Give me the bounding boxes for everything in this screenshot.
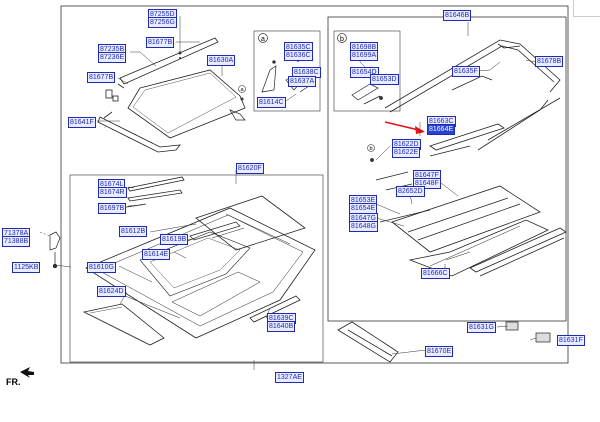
label-81678B[interactable]: 81678B — [535, 56, 564, 67]
switch-81631F — [535, 332, 551, 343]
label-81622E[interactable]: 81622E — [392, 147, 421, 158]
label-82652D[interactable]: 82652D — [396, 186, 425, 197]
label-81677B-top[interactable]: 81677B — [146, 37, 175, 48]
side-rail-81639C — [249, 295, 301, 323]
crossmember-81670E — [337, 321, 399, 363]
detail-b-parts — [351, 83, 383, 105]
weatherstrip-81641F — [97, 111, 181, 153]
callout-b-small — [367, 144, 375, 152]
callout-b-text: b — [340, 36, 344, 43]
deflector-81624D — [82, 303, 165, 346]
label-81631F[interactable]: 81631F — [557, 335, 585, 346]
label-81664E-highlighted[interactable]: 81664E — [427, 124, 456, 135]
seal-81674 — [119, 176, 185, 209]
label-81624D[interactable]: 81624D — [97, 286, 126, 297]
label-81670E[interactable]: 81670E — [425, 346, 454, 357]
label-81614C[interactable]: 81614C — [257, 97, 286, 108]
callout-b-small-text: b — [369, 146, 372, 152]
main-frame — [60, 5, 569, 364]
detail-b-frame — [333, 30, 401, 112]
sunshade-guide-rails — [384, 39, 561, 151]
sunshade-81666C — [391, 185, 549, 277]
label-81653D[interactable]: 81653D — [370, 74, 399, 85]
callout-a-text: a — [261, 36, 265, 43]
label-81674R[interactable]: 81674R — [98, 187, 127, 198]
callout-a-small — [238, 85, 246, 93]
bracket-71378A — [49, 231, 61, 269]
label-1327AE[interactable]: 1327AE — [275, 372, 304, 383]
label-71388B[interactable]: 71388B — [2, 236, 31, 247]
label-81636C[interactable]: 81636C — [284, 50, 313, 61]
glass-group-frame — [69, 174, 324, 363]
label-81654D[interactable]: 81654D — [350, 67, 379, 78]
label-81635F[interactable]: 81635F — [452, 66, 480, 77]
rear-rail-81646B — [469, 227, 567, 277]
label-87256G[interactable]: 87256G — [148, 17, 177, 28]
label-81612B[interactable]: 81612B — [119, 226, 148, 237]
label-81631G[interactable]: 81631G — [467, 322, 496, 333]
label-1125KB[interactable]: 1125KB — [12, 262, 41, 273]
cable-81663C — [429, 123, 505, 157]
label-81637A[interactable]: 81637A — [288, 76, 317, 87]
callout-a-circle — [258, 33, 268, 43]
label-81648G[interactable]: 81648G — [349, 221, 378, 232]
label-81699A[interactable]: 81699A — [350, 50, 379, 61]
label-81666C[interactable]: 81666C — [421, 268, 450, 279]
front-direction-arrow-icon — [20, 367, 34, 378]
label-81648F[interactable]: 81648F — [413, 178, 441, 189]
label-81641F[interactable]: 81641F — [68, 117, 96, 128]
label-81610G[interactable]: 81610G — [87, 262, 116, 273]
leader-71378A — [39, 231, 51, 237]
small-bolt-1 — [178, 51, 244, 101]
hatched-strip — [100, 126, 106, 128]
highlight-arrow — [384, 121, 425, 134]
label-81697B[interactable]: 81697B — [98, 203, 127, 214]
label-81640B[interactable]: 81640B — [267, 321, 296, 332]
front-deflector — [105, 37, 219, 102]
label-81620F[interactable]: 81620F — [236, 163, 264, 174]
frame-glass-81612B — [195, 195, 306, 251]
label-87236E[interactable]: 87236E — [98, 52, 127, 63]
callout-a-small-text: a — [240, 87, 244, 93]
label-81619B[interactable]: 81619B — [160, 234, 189, 245]
glass-panel — [127, 69, 246, 139]
front-orientation-label: FR. — [6, 377, 21, 387]
label-81646B[interactable]: 81646B — [443, 10, 472, 21]
callout-b-circle — [337, 33, 347, 43]
hinge-bracket — [229, 109, 246, 121]
label-81630A[interactable]: 81630A — [207, 55, 236, 66]
label-81614E[interactable]: 81614E — [142, 249, 171, 260]
label-81677B-left[interactable]: 81677B — [87, 72, 116, 83]
sunroof-frame — [85, 207, 316, 339]
window-corner — [573, 0, 600, 17]
